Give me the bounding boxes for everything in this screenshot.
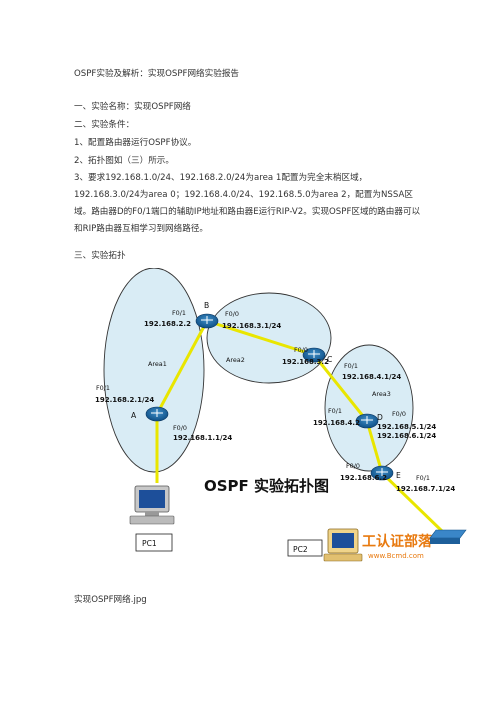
pc2-computer-icon (323, 528, 363, 562)
router-d (355, 413, 379, 429)
d-f00-ip2: 192.168.6.1/24 (377, 432, 436, 440)
e-f00-ip: 192.168.6.2 (340, 474, 387, 482)
d-f00-ip1: 192.168.5.1/24 (377, 423, 436, 431)
router-d-label: D (377, 413, 383, 422)
area2-label: Area2 (226, 356, 245, 364)
pc1-computer-icon (129, 485, 175, 525)
c-f01-label: F0/1 (344, 362, 358, 370)
condition-item-1: 1、配置路由器运行OSPF协议。 (74, 138, 197, 148)
a-f00-label: F0/0 (173, 424, 187, 432)
router-c (302, 347, 326, 363)
area3-ellipse (324, 344, 414, 472)
pc1-label-box (135, 533, 173, 552)
pc2-label-box (287, 539, 323, 557)
router-b (195, 313, 219, 329)
pc2-label: PC2 (293, 545, 308, 554)
a-f01-label: F0/1 (96, 384, 110, 392)
router-a (145, 406, 169, 422)
b-f00-ip: 192.168.3.1/24 (222, 322, 281, 330)
c-f00-ip: 192.168.3.2 (282, 358, 329, 366)
router-c-label: C (327, 355, 332, 364)
e-f01-label: F0/1 (416, 474, 430, 482)
watermark-title: 工认证部落 (362, 533, 433, 550)
b-f01-label: F0/1 (172, 309, 186, 317)
a-f01-ip: 192.168.2.1/24 (95, 396, 154, 404)
image-caption: 实现OSPF网络.jpg (74, 595, 147, 605)
c-f00-label: F0/0 (294, 346, 308, 354)
section-experiment-name: 一、实验名称：实现OSPF网络 (74, 102, 191, 112)
b-f01-ip: 192.168.2.2 (144, 320, 191, 328)
pc1-label: PC1 (142, 539, 157, 548)
d-f01-ip: 192.168.4.2 (313, 419, 360, 427)
router-e-label: E (396, 471, 401, 480)
b-f00-label: F0/0 (225, 310, 239, 318)
condition-item-3: 3、要求192.168.1.0/24、192.168.2.0/24为area 1… (74, 173, 421, 234)
topology-diagram: B C A D E Area1 Area2 Area3 F0/1 192.168… (95, 268, 467, 562)
section-conditions: 二、实验条件： (74, 120, 135, 130)
a-f00-ip: 192.168.1.1/24 (173, 434, 232, 442)
watermark-url: www.Bcmd.com (368, 552, 424, 560)
area1-label: Area1 (148, 360, 167, 368)
diagram-heading: OSPF 实验拓扑图 (204, 477, 329, 495)
router-a-label: A (131, 411, 137, 420)
area2-ellipse (206, 292, 332, 384)
router-b-label: B (204, 301, 209, 310)
e-f01-ip: 192.168.7.1/24 (396, 485, 455, 493)
doc-title: OSPF实验及解析：实现OSPF网络实验报告 (74, 69, 240, 79)
area3-label: Area3 (372, 390, 391, 398)
e-f00-label: F0/0 (346, 462, 360, 470)
router-e (370, 465, 394, 481)
c-f01-ip: 192.168.4.1/24 (342, 373, 401, 381)
area1-ellipse (103, 268, 205, 473)
switch-icon (429, 529, 467, 544)
d-f00-label: F0/0 (392, 410, 406, 418)
links (155, 319, 446, 535)
condition-item-2: 2、拓扑图如（三）所示。 (74, 156, 174, 166)
d-f01-label: F0/1 (328, 407, 342, 415)
section-topology: 三、实验拓扑 (74, 251, 126, 261)
